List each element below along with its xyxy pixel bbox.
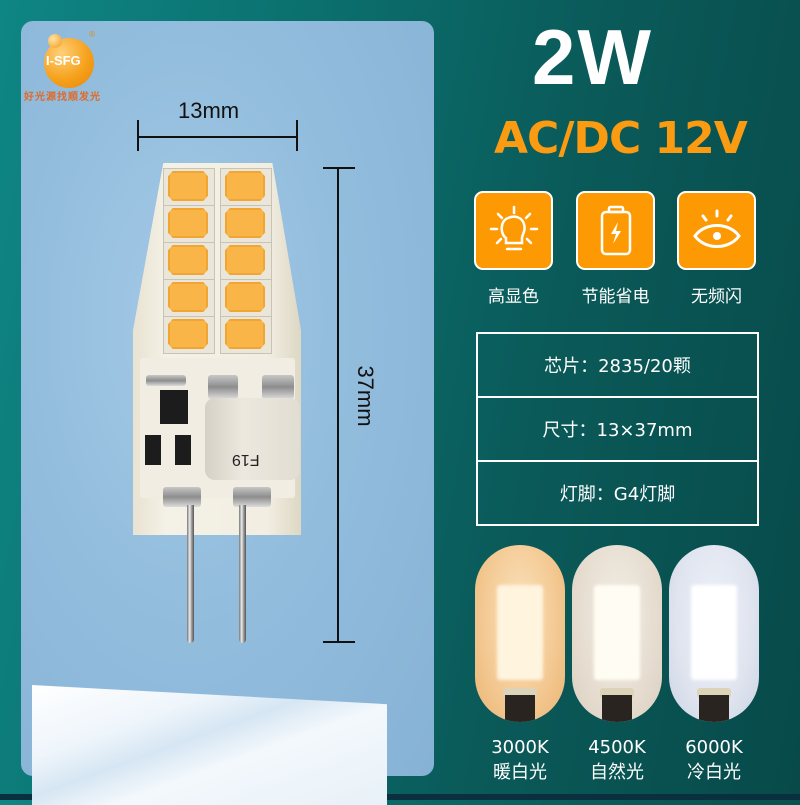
diode <box>175 435 191 465</box>
pin-solder-left <box>163 487 201 507</box>
feature-icon-box <box>677 191 756 270</box>
width-dimension-line <box>138 136 298 138</box>
feature-label: 高显色 <box>488 287 539 307</box>
light-bulb-icon <box>489 205 539 251</box>
feature-icon-box <box>474 191 553 270</box>
feature-label: 节能省电 <box>581 287 650 307</box>
feature-icon-box <box>576 191 655 270</box>
feature-flicker-free: 无频闪 <box>677 191 756 307</box>
height-dimension-tick-top <box>323 167 355 169</box>
color-temp-swatch-3000k <box>475 545 565 722</box>
height-dimension-tick-bottom <box>323 641 355 643</box>
logo-small-sphere-icon <box>48 34 62 48</box>
voltage-rating: AC/DC 12V <box>494 113 748 164</box>
feature-label: 无频闪 <box>691 287 742 307</box>
solder-pad <box>208 375 238 399</box>
color-temp-label-6000k: 6000K 冷白光 <box>666 735 762 785</box>
color-temp-kelvin: 4500K <box>588 737 646 758</box>
pin-left <box>187 505 194 643</box>
color-temp-swatch-6000k <box>669 545 759 722</box>
display-pedestal <box>32 685 387 805</box>
color-temp-kelvin: 3000K <box>491 737 549 758</box>
bottom-strip <box>0 794 800 800</box>
color-temp-name: 自然光 <box>590 762 644 783</box>
specs-table: 芯片：2835/20颗 尺寸：13×37mm 灯脚：G4灯脚 <box>476 332 759 526</box>
battery-charge-icon <box>600 205 632 256</box>
spec-row-size: 尺寸：13×37mm <box>478 398 757 462</box>
capacitor <box>205 398 300 480</box>
width-dimension-label: 13mm <box>178 98 240 123</box>
logo-text: I-SFG <box>46 53 81 68</box>
power-rating: 2W <box>532 13 653 101</box>
color-temp-kelvin: 6000K <box>685 737 743 758</box>
solder-pad <box>262 375 294 399</box>
eye-icon <box>693 209 741 248</box>
spec-row-chip: 芯片：2835/20颗 <box>478 334 757 398</box>
resistor <box>146 375 186 386</box>
pin-solder-right <box>233 487 271 507</box>
diode <box>145 435 161 465</box>
feature-energy-saving: 节能省电 <box>576 191 655 307</box>
color-temp-name: 暖白光 <box>493 762 547 783</box>
brand-slogan: 好光源找顺发光 <box>24 92 101 103</box>
capacitor-marking: F19 <box>232 451 260 468</box>
feature-high-cri: 高显色 <box>474 191 553 307</box>
color-temp-label-4500k: 4500K 自然光 <box>569 735 665 785</box>
registered-mark: ® <box>88 30 96 39</box>
led-chip-grid <box>163 168 273 354</box>
color-temp-swatch-4500k <box>572 545 662 722</box>
brand-logo: I-SFG <box>36 24 116 104</box>
height-dimension-label: 37mm <box>353 365 378 427</box>
width-dimension-tick-right <box>296 120 298 151</box>
color-temp-label-3000k: 3000K 暖白光 <box>472 735 568 785</box>
width-dimension-tick-left <box>137 120 139 151</box>
pin-right <box>239 505 246 643</box>
height-dimension-line <box>337 168 339 642</box>
spec-row-base: 灯脚：G4灯脚 <box>559 484 676 505</box>
color-temp-name: 冷白光 <box>687 762 741 783</box>
ic-chip <box>160 390 188 424</box>
